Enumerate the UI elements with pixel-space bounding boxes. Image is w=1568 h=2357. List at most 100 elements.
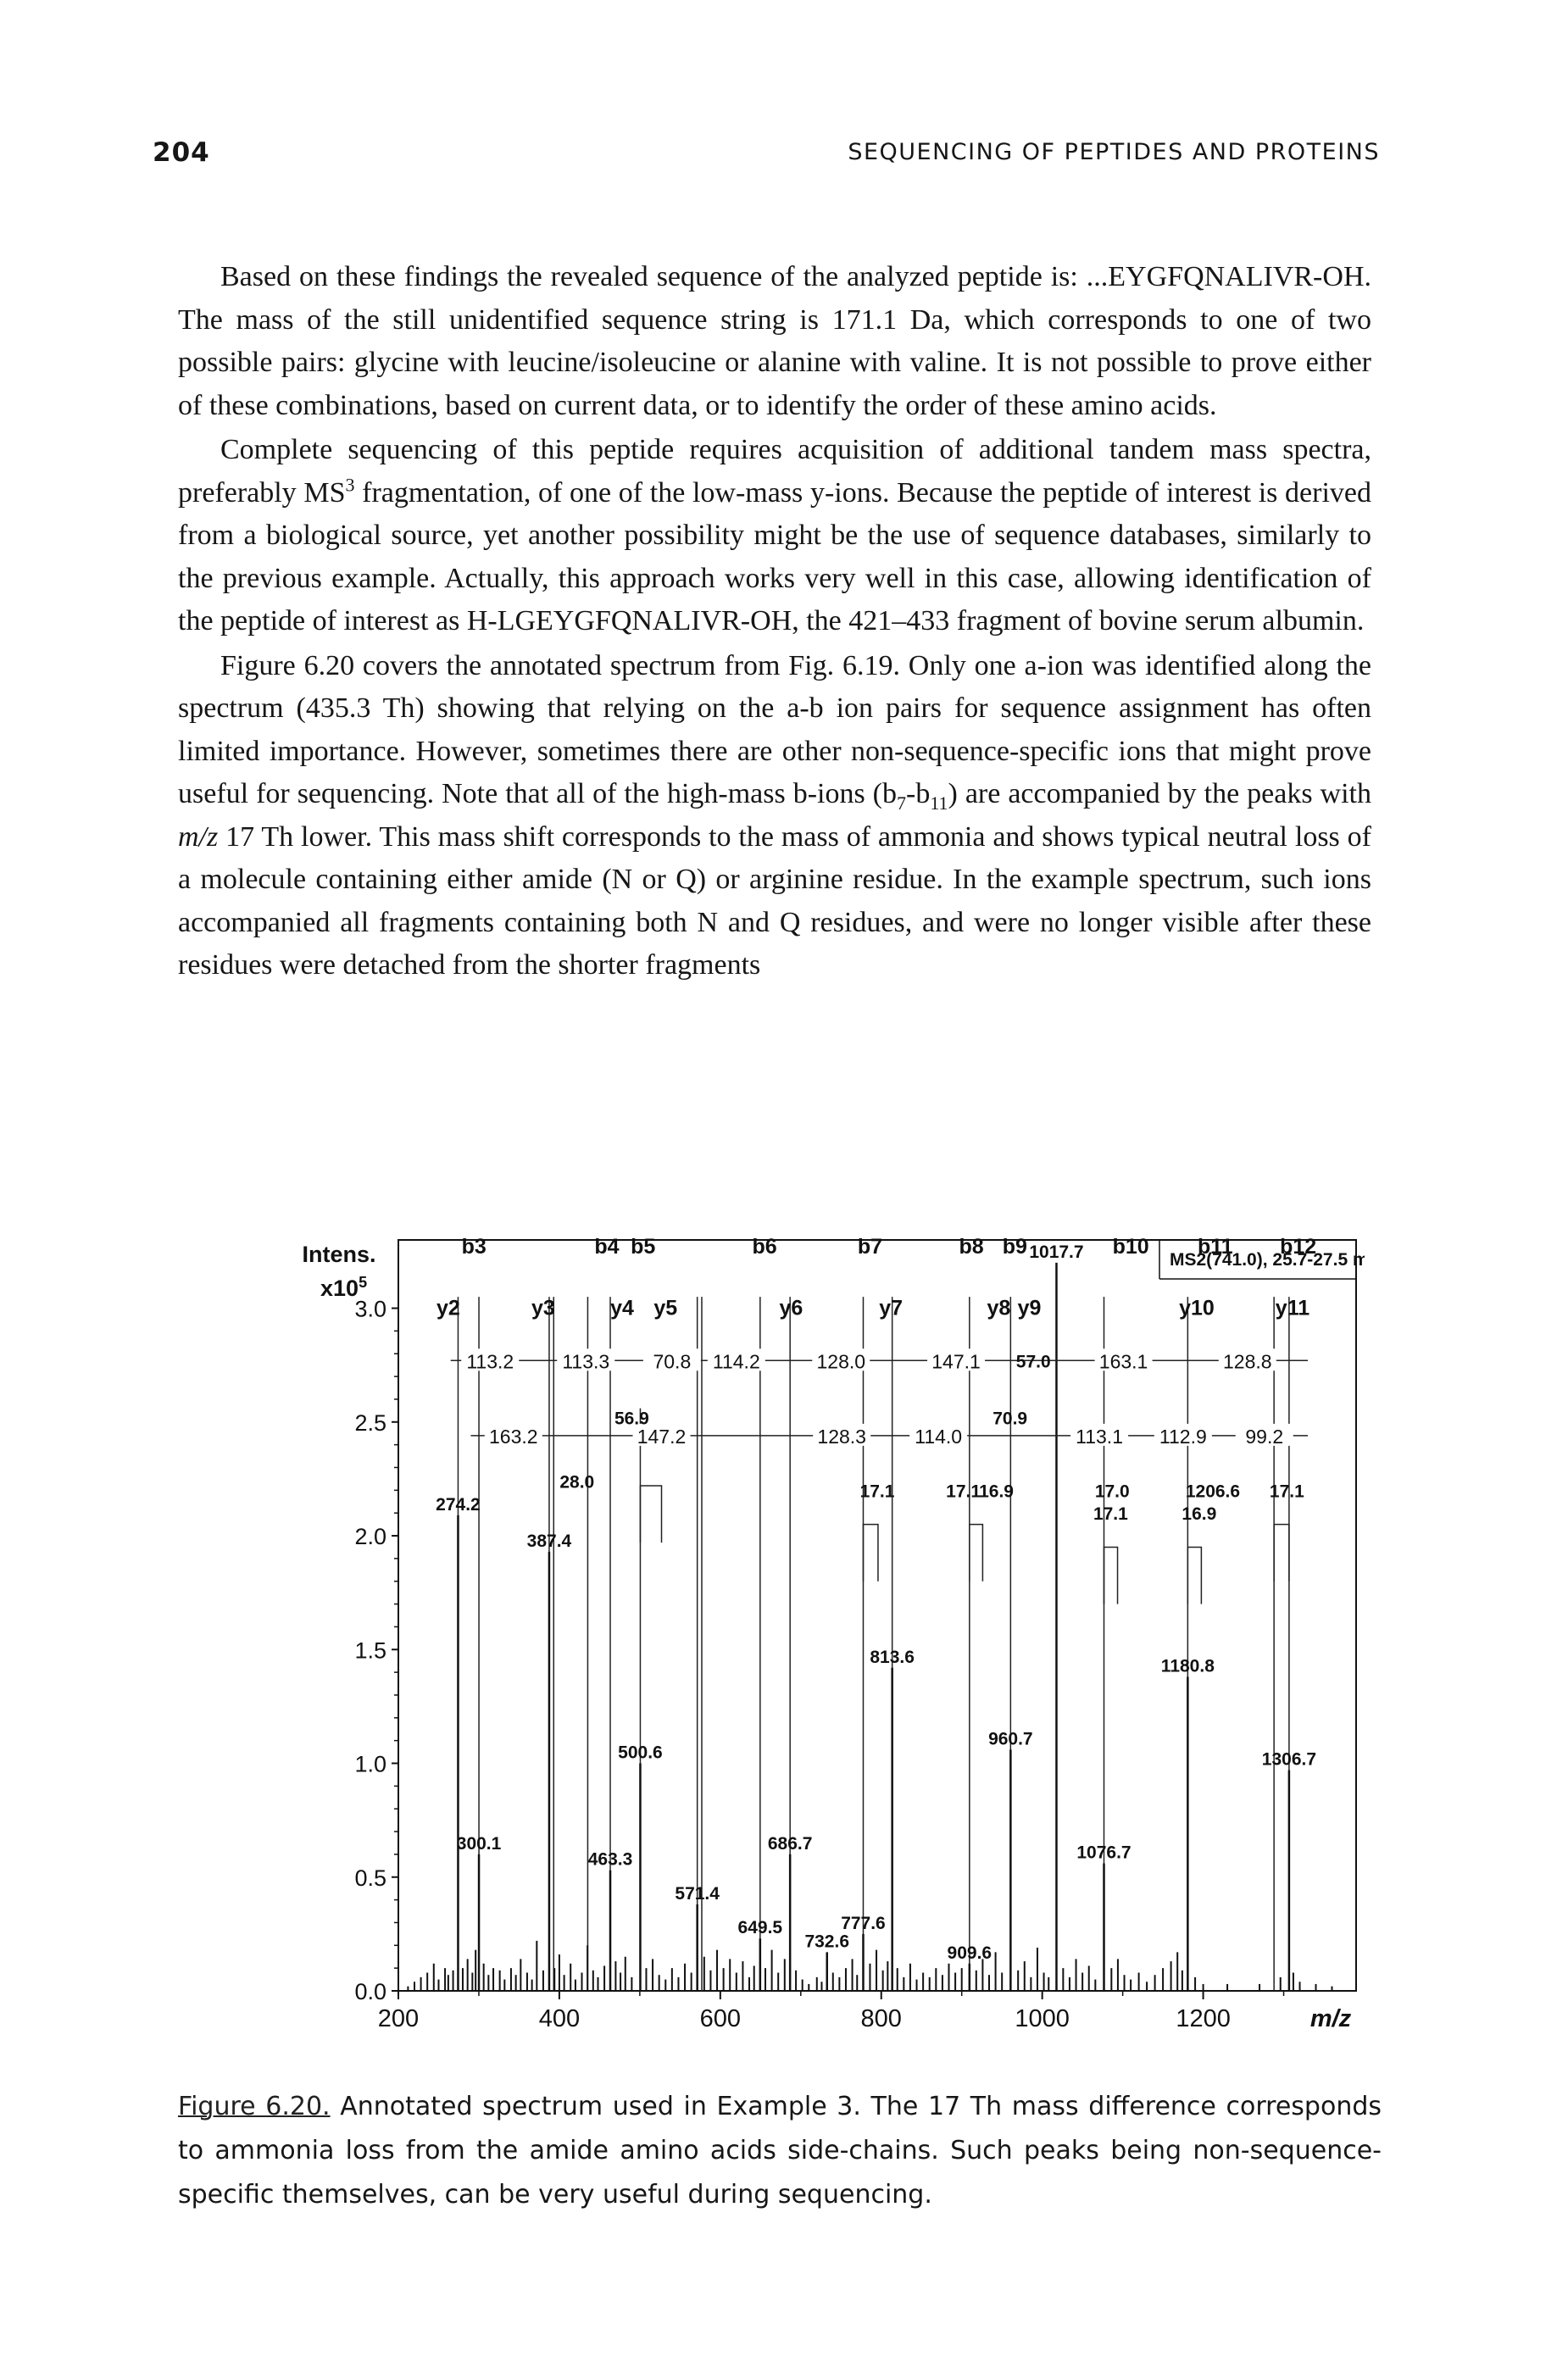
b-mass-difference: 114.2	[713, 1350, 760, 1372]
nh3-loss-bracket	[969, 1523, 984, 1582]
ion-series-label: y10	[1179, 1297, 1215, 1320]
peak-label: 571.4	[675, 1884, 720, 1904]
plot-frame	[398, 1239, 1357, 1992]
y-mass-difference: 99.2	[1245, 1426, 1283, 1448]
nh3-loss-bracket	[1187, 1546, 1203, 1604]
y-multiplier-exponent: 5	[359, 1274, 367, 1291]
x-tick-label: 400	[539, 2005, 580, 2032]
paragraph: Based on these findings the revealed seq…	[178, 256, 1371, 427]
mass-difference-label: 17.1	[1270, 1481, 1304, 1501]
text-run: Complete sequencing of this peptide requ…	[178, 434, 1371, 509]
y-tick-label: 1.5	[354, 1637, 386, 1663]
label-background	[909, 1423, 968, 1446]
peak-label: 1017.7	[1029, 1242, 1083, 1262]
y-mass-difference: 163.2	[489, 1426, 538, 1448]
label-background	[632, 1423, 691, 1446]
text-run: -b	[906, 778, 931, 809]
ion-series-label: b12	[1280, 1235, 1316, 1259]
y-mass-difference: 114.0	[915, 1426, 962, 1448]
label-background	[1070, 1423, 1129, 1446]
label-background	[461, 1348, 520, 1371]
ion-series-label: b10	[1113, 1235, 1149, 1259]
text-run: 17 Th lower. This mass shift corresponds…	[178, 820, 1371, 981]
ion-series-label: y9	[1018, 1297, 1042, 1320]
y-tick-label: 2.0	[354, 1524, 386, 1549]
ion-series-label: y7	[879, 1297, 903, 1320]
paragraph: Figure 6.20 covers the annotated spectru…	[178, 645, 1371, 987]
label-background	[1154, 1423, 1212, 1446]
ion-series-label: b6	[752, 1235, 776, 1259]
ion-series-label: y2	[436, 1297, 460, 1320]
x-axis-label: m/z	[1310, 2005, 1352, 2032]
ion-series-label: y6	[779, 1297, 803, 1320]
running-title: SEQUENCING OF PEPTIDES AND PROTEINS	[848, 139, 1380, 165]
b-mass-difference: 147.1	[931, 1350, 981, 1372]
nh3-loss-bracket	[1273, 1523, 1290, 1582]
y-tick-label: 0.0	[354, 1979, 386, 2004]
peak-label: 813.6	[870, 1648, 915, 1667]
x-tick-label: 600	[700, 2005, 741, 2032]
figure-caption: Figure 6.20. Annotated spectrum used in …	[178, 2085, 1382, 2217]
label-background	[1094, 1348, 1153, 1371]
x-tick-label: 200	[378, 2005, 419, 2032]
mass-difference-label: 28.0	[559, 1473, 594, 1493]
label-background	[1218, 1348, 1276, 1371]
peak-label: 649.5	[738, 1918, 783, 1937]
y-axis-label: Intens.	[302, 1242, 375, 1267]
label-background	[642, 1348, 701, 1371]
y-mass-difference: 112.9	[1159, 1426, 1207, 1448]
ion-series-label: b8	[959, 1235, 984, 1259]
b-mass-difference: 163.1	[1099, 1350, 1148, 1372]
x-tick-label: 800	[861, 2005, 902, 2032]
peak-label: 960.7	[988, 1729, 1033, 1748]
y-mass-difference: 128.3	[817, 1426, 866, 1448]
subscript: 7	[897, 792, 907, 814]
b-mass-difference: 128.8	[1223, 1350, 1272, 1372]
peak-label: 686.7	[768, 1834, 813, 1854]
peak-label: 500.6	[618, 1743, 663, 1763]
label-background	[812, 1348, 870, 1371]
y-tick-label: 2.5	[354, 1410, 386, 1436]
peak-label: 909.6	[948, 1943, 993, 1963]
peak-label: 463.3	[588, 1850, 633, 1870]
mass-difference-label: 16.9	[1182, 1504, 1216, 1524]
peak-label: 274.2	[436, 1495, 481, 1515]
label-background	[927, 1348, 986, 1371]
page-number: 204	[153, 137, 210, 168]
ion-series-label: y3	[531, 1297, 555, 1320]
subscript: 11	[930, 792, 948, 814]
ion-series-label: y8	[987, 1297, 1010, 1320]
ion-series-label: b11	[1198, 1235, 1233, 1259]
y-mass-difference: 147.2	[637, 1426, 687, 1448]
label-background	[707, 1348, 765, 1371]
ion-series-label: y11	[1276, 1297, 1309, 1320]
mass-difference-label: 17.1	[1093, 1504, 1128, 1524]
caption-text: Annotated spectrum used in Example 3. Th…	[178, 2092, 1382, 2210]
label-background	[1235, 1423, 1293, 1446]
nh3-loss-bracket	[862, 1523, 879, 1582]
paragraph: Complete sequencing of this peptide requ…	[178, 429, 1371, 643]
x-tick-label: 1000	[1015, 2005, 1070, 2032]
ion-series-label: b9	[1003, 1235, 1027, 1259]
b-mass-difference: 113.2	[466, 1350, 514, 1372]
text-run: Figure 6.20 covers the annotated spectru…	[178, 649, 1371, 810]
mass-difference-label: 16.9	[979, 1481, 1014, 1501]
ion-series-label: b4	[594, 1235, 619, 1259]
y-tick-label: 3.0	[354, 1297, 386, 1322]
mass-difference-label: 70.9	[993, 1409, 1027, 1428]
mass-difference-label: 57.0	[1016, 1352, 1051, 1371]
ion-series-label: b3	[462, 1235, 487, 1259]
nh3-loss-bracket	[639, 1485, 663, 1543]
nh3-loss-bracket	[1103, 1546, 1119, 1604]
label-background	[813, 1423, 871, 1446]
y-multiplier: x105	[320, 1274, 367, 1301]
peak-label: 732.6	[804, 1932, 849, 1951]
label-background	[484, 1423, 542, 1446]
ion-series-label: b7	[858, 1235, 882, 1259]
label-background	[557, 1348, 615, 1371]
mass-difference-label: 17.1	[860, 1481, 895, 1501]
x-tick-label: 1200	[1176, 2005, 1231, 2032]
mass-difference-label: 17.1	[946, 1481, 981, 1501]
